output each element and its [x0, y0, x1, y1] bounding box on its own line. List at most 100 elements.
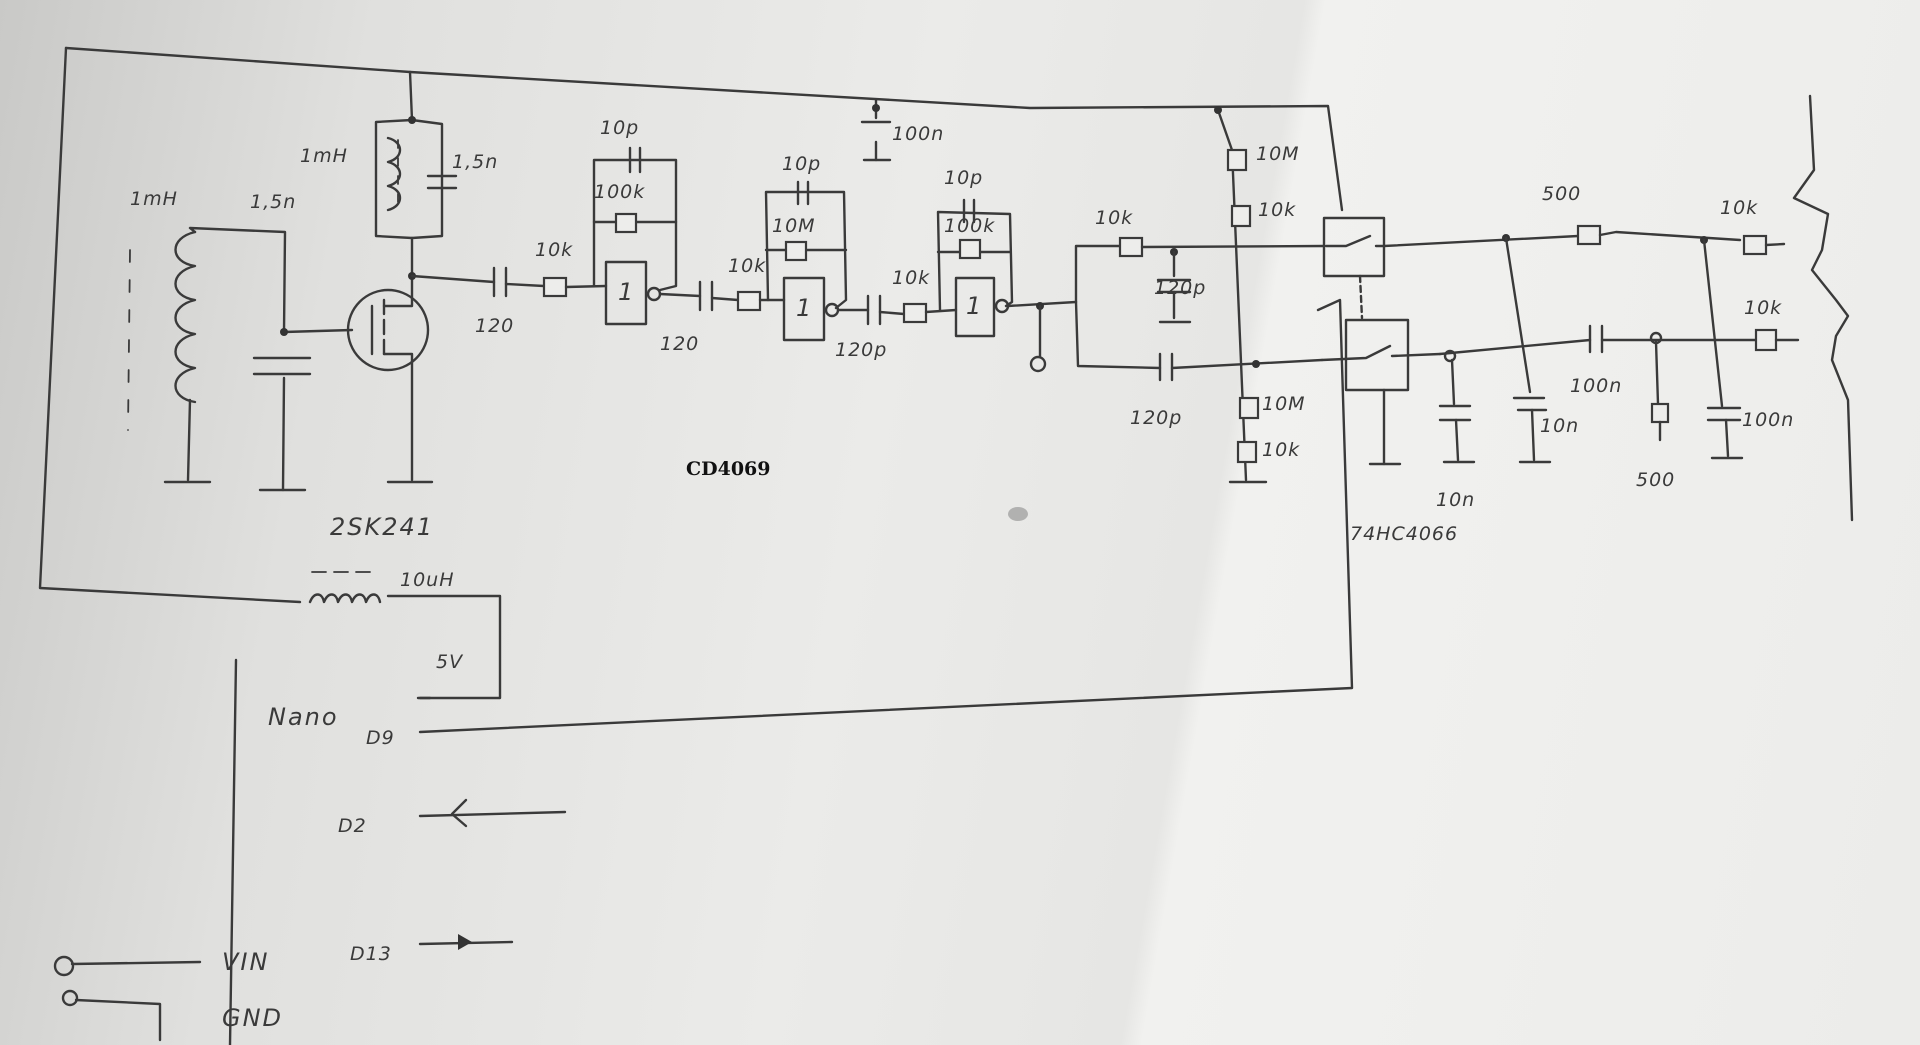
wire-c3-r3	[878, 310, 906, 316]
label-r-in1: 10k	[535, 239, 573, 261]
label-c-couple3: 120p	[835, 339, 887, 361]
pin-d2-arrow	[450, 798, 468, 828]
switch-lower-contact	[1320, 344, 1392, 362]
label-r-out-top: 500	[1542, 183, 1581, 205]
pin-5v-label: 5V	[436, 651, 464, 673]
resistor-in3	[902, 302, 928, 324]
label-c-fb2: 10p	[782, 153, 821, 175]
label-r-fb2: 10M	[772, 215, 816, 237]
junction-divider-top	[1214, 106, 1222, 114]
wire-out-top	[1382, 234, 1580, 248]
inverter-2-bubble	[824, 302, 840, 318]
wire-drain-tank	[374, 70, 444, 240]
label-cap-left: 1,5n	[250, 191, 296, 213]
pin-d2-wire	[418, 810, 567, 818]
resistor-div-bot1	[1238, 396, 1260, 420]
label-c-supply: 100n	[892, 123, 944, 145]
inverter-1-bubble	[646, 286, 662, 302]
pin-vin-label: VIN	[222, 948, 269, 976]
label-ic-switch: 74HC4066	[1350, 523, 1458, 545]
pin-d9-label: D9	[366, 727, 395, 749]
wire-cap-ground	[281, 376, 286, 492]
mosfet-body	[346, 288, 430, 372]
resistor-in1	[542, 276, 568, 298]
label-r-out-top2: 10k	[1720, 197, 1758, 219]
wire-left-rail	[38, 46, 302, 604]
wire-top-rail	[64, 46, 1344, 212]
resistor-out-bot2	[1754, 328, 1778, 352]
wire-r1-gate1	[564, 284, 608, 289]
coil-left	[174, 230, 197, 404]
label-r-fb1: 100k	[594, 181, 645, 203]
pin-vin-wire	[70, 960, 202, 966]
pin-gnd-wire	[74, 998, 162, 1042]
resistor-fb2	[784, 240, 808, 262]
wire-filter-low	[1074, 300, 1162, 370]
pin-d2-label: D2	[338, 815, 367, 837]
wire-filter-top-out	[1140, 244, 1326, 249]
label-c-filter-low: 120p	[1130, 407, 1182, 429]
break-mark-right	[1792, 94, 1854, 522]
resistor-out-top	[1576, 224, 1602, 246]
wire-fb2	[764, 190, 848, 310]
label-c-switch-out: 10n	[1436, 489, 1475, 511]
resistor-fb3	[958, 238, 982, 260]
inverter-3	[954, 276, 996, 338]
wire-tank-gate	[282, 328, 354, 334]
inverter-2-mark: 1	[796, 294, 813, 322]
label-ic-inverter: CD4069	[686, 458, 770, 480]
coil-top	[386, 136, 402, 212]
label-r-out-shunt: 500	[1636, 469, 1675, 491]
label-r-in3: 10k	[892, 267, 930, 289]
inverter-3-mark: 1	[966, 292, 983, 320]
vin-terminal	[53, 955, 75, 977]
junction-tank-top	[408, 116, 416, 124]
wire-out-top2	[1598, 230, 1742, 242]
label-c-couple1: 120	[475, 315, 514, 337]
resistor-fb1	[614, 212, 638, 234]
label-r-div-bot2: 10k	[1262, 439, 1300, 461]
label-c-fb3: 10p	[944, 167, 983, 189]
inverter-1	[604, 260, 648, 326]
inductor-bottom	[308, 593, 382, 604]
wire-shunt-gnd	[1530, 408, 1536, 462]
wire-r3-gate3	[924, 308, 958, 314]
pin-d13-label: D13	[350, 943, 392, 965]
wire-filter-top	[1074, 244, 1122, 304]
nano-title: Nano	[268, 703, 339, 731]
resistor-in2	[736, 290, 762, 312]
mosfet-source	[382, 352, 414, 482]
mosfet-drain	[382, 236, 414, 308]
label-coil-top: 1mH	[300, 145, 348, 167]
wire-tank-left	[188, 226, 287, 334]
label-r-div-top2: 10k	[1258, 199, 1296, 221]
label-c-couple2: 120	[660, 333, 699, 355]
wire-out-low	[1438, 338, 1592, 356]
testpoint	[1029, 355, 1047, 373]
wire-out-shunt-gnd	[1724, 418, 1730, 458]
label-r-div-bot1: 10M	[1262, 393, 1306, 415]
resistor-div-bot2	[1236, 440, 1258, 464]
wire-shunt-cap	[1504, 236, 1532, 394]
wire-coil-ground	[186, 398, 192, 482]
wire-switch-out-cap	[1450, 358, 1456, 406]
wire-fb3	[936, 210, 1014, 312]
resistor-out-shunt	[1650, 402, 1670, 424]
wire-d9-to-switch	[418, 298, 1354, 734]
wire-filter-low-out	[1170, 358, 1324, 370]
wire-bottom-supply	[386, 594, 502, 700]
wire-switch-out-gnd	[1454, 418, 1460, 462]
coil-left-core	[127, 249, 131, 431]
label-r-div-top1: 10M	[1256, 143, 1300, 165]
resistor-out-top2	[1742, 234, 1768, 256]
switch-upper-contact	[1324, 234, 1372, 248]
wire-fb1	[592, 158, 678, 292]
resistor-filter-top	[1118, 236, 1144, 258]
switch-lower-out	[1390, 352, 1442, 358]
inverter-2	[782, 276, 826, 342]
label-r-filter-top: 10k	[1095, 207, 1133, 229]
wire-out-shunt-cap	[1702, 238, 1724, 408]
gnd-terminal	[61, 989, 79, 1007]
